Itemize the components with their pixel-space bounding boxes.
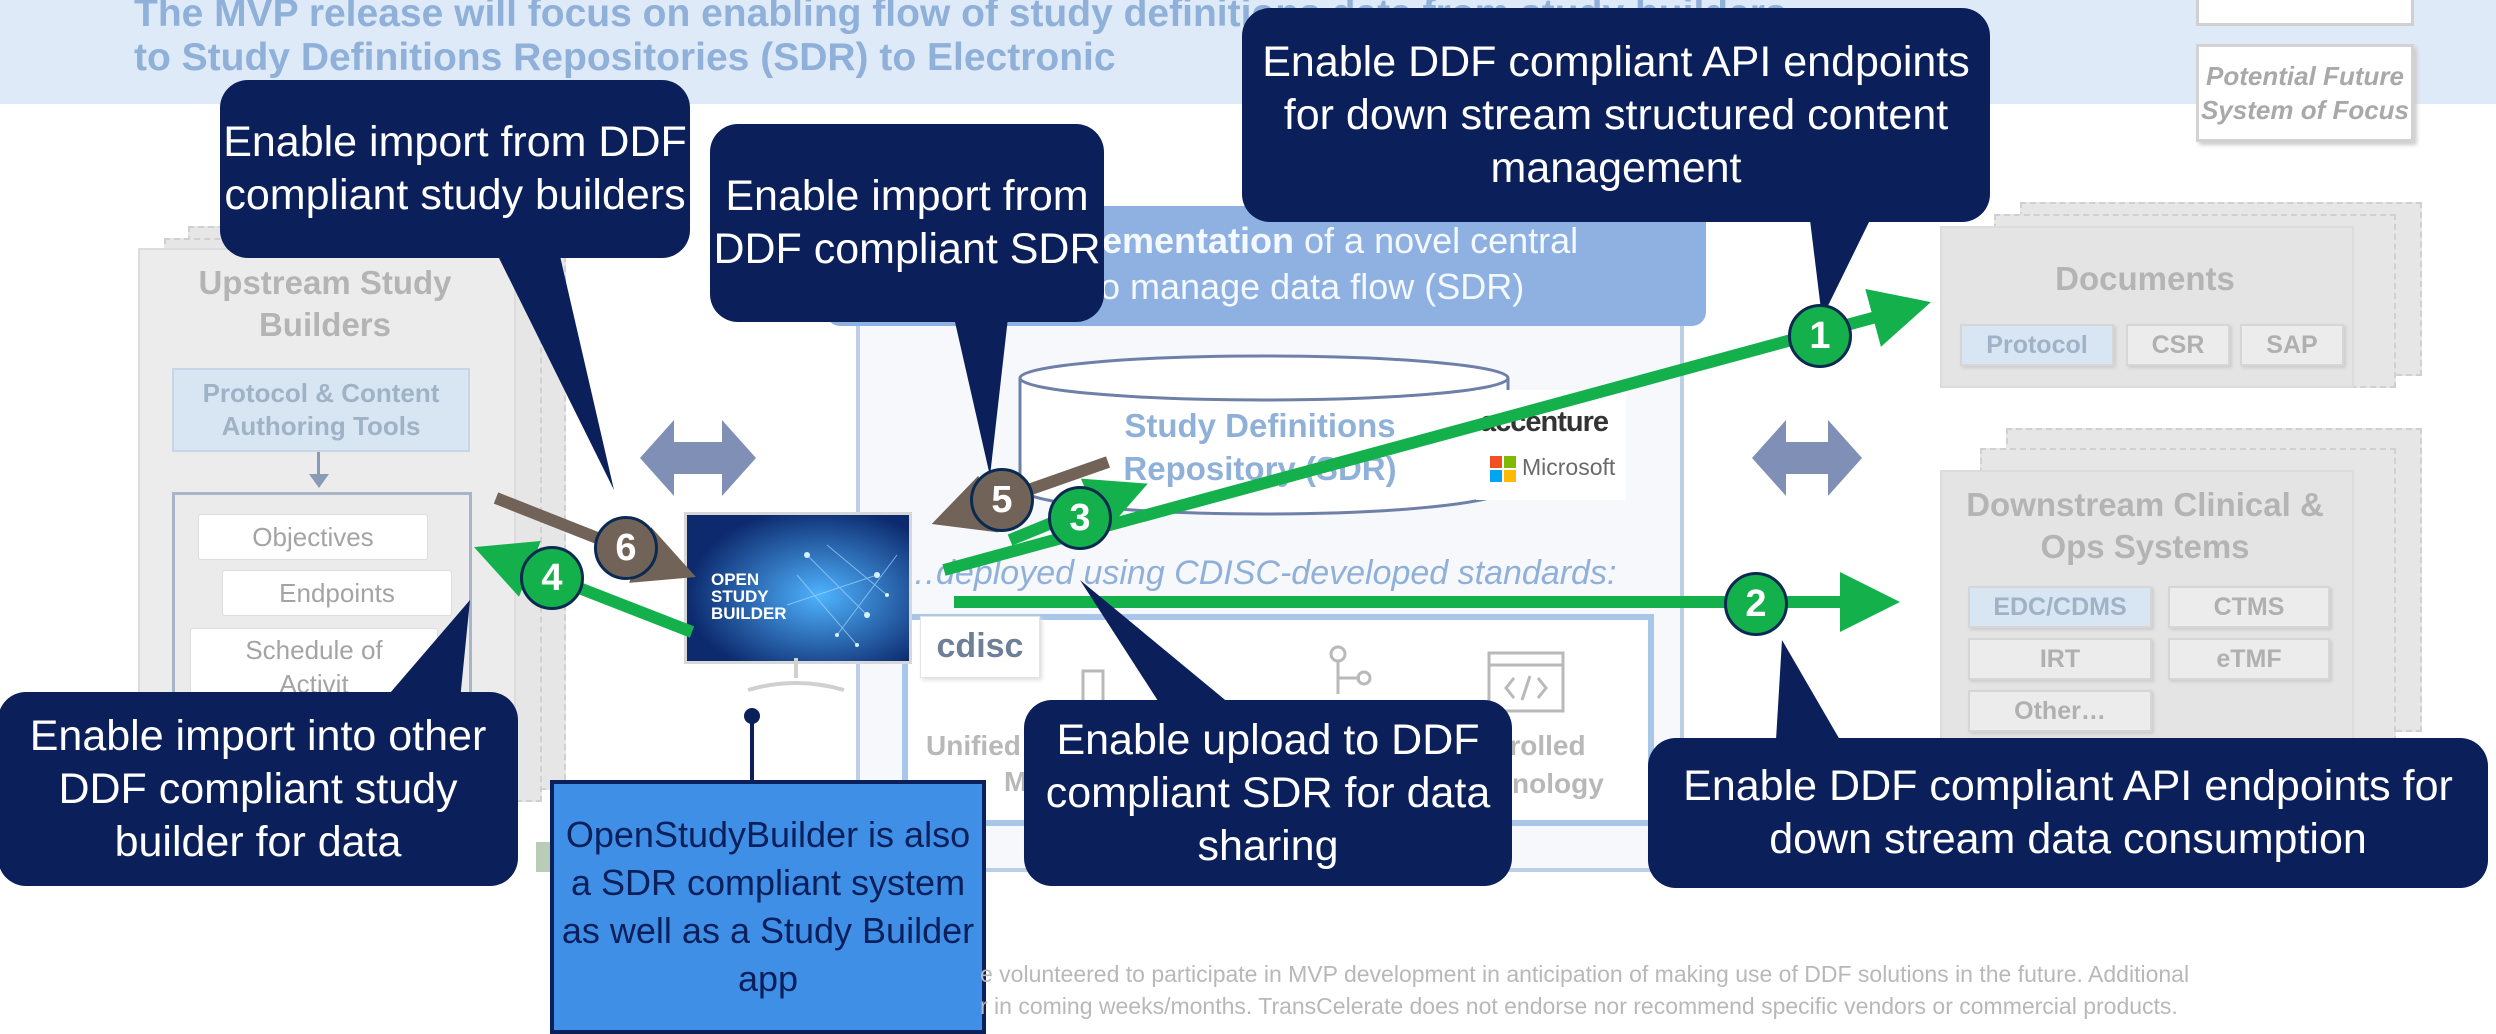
footer-line-1: e volunteered to participate in MVP deve… [980, 961, 2190, 987]
connector-arrowhead [309, 474, 329, 488]
csr-tag: CSR [2126, 324, 2230, 366]
standards-right-label-2: nology [1512, 768, 1604, 799]
implementation-line-2: t to manage data flow (SDR) [1070, 266, 1525, 307]
implementation-bold: plementation [1070, 220, 1295, 261]
tail-api-data [1776, 640, 1840, 740]
tail-import-builders [498, 256, 614, 490]
callout-import-builders: Enable import from DDF compliant study b… [220, 80, 690, 258]
tail-upload-sdr [1080, 580, 1230, 704]
openstudybuilder-note: OpenStudyBuilder is also a SDR compliant… [550, 780, 986, 1034]
cdisc-logo: cdisc [920, 616, 1040, 678]
step-5-badge: 5 [970, 468, 1034, 532]
objectives-pill: Objectives [198, 514, 428, 560]
tail-import-sdr [950, 300, 1010, 476]
footer-disclaimer: e volunteered to participate in MVP deve… [980, 958, 2189, 1022]
monitor-stand-icon [747, 658, 845, 692]
protocol-tag: Protocol [1960, 324, 2114, 366]
monitor-brand: OPEN STUDY BUILDER [711, 571, 787, 622]
legend-current-box [2196, 0, 2414, 26]
callout-import-sdr: Enable import from DDF compliant SDR [710, 124, 1104, 322]
hierarchy-icon [1329, 645, 1372, 694]
callout-api-data: Enable DDF compliant API endpoints for d… [1648, 738, 2488, 888]
monitor-brand-3: BUILDER [711, 604, 787, 623]
standards-right-label: trolled [1500, 730, 1586, 761]
deployed-text: …deployed using CDISC-developed standard… [902, 554, 1617, 592]
footer-line-2: r in coming weeks/months. TransCelerate … [980, 993, 2178, 1019]
standards-left-label-2: M [1004, 766, 1028, 797]
code-window-icon [1487, 651, 1565, 713]
tail-api-content [1810, 220, 1870, 318]
step-1-badge: 1 [1788, 304, 1852, 368]
downstream-title: Downstream Clinical & Ops Systems [1966, 486, 2324, 565]
edc-cdms-tag: EDC/CDMS [1968, 586, 2152, 628]
sap-tag: SAP [2240, 324, 2344, 366]
callout-upload-sdr: Enable upload to DDF compliant SDR for d… [1024, 700, 1512, 886]
ctms-tag: CTMS [2168, 586, 2330, 628]
legend-future-box: Potential Future System of Focus [2196, 44, 2414, 142]
step-2-badge: 2 [1724, 572, 1788, 636]
implementation-rest: of a novel central [1294, 220, 1579, 261]
microsoft-label: Microsoft [1522, 454, 1616, 480]
double-arrow-right-icon [1752, 420, 1862, 496]
microsoft-logo-icon [1490, 456, 1516, 482]
schedule-line-1: Schedule of [245, 635, 383, 665]
header-line-2: to Study Definitions Repositories (SDR) … [134, 36, 1116, 79]
double-arrow-left-icon [640, 420, 756, 496]
monitor-brand-1: OPEN [711, 570, 760, 589]
tail-import-other [384, 600, 470, 700]
side-fragment-mark [536, 842, 550, 872]
authoring-tools-box: Protocol & Content Authoring Tools [172, 368, 470, 452]
endpoints-pill: Endpoints [222, 570, 452, 616]
osb-pointer-dot [744, 708, 760, 724]
monitor-brand-2: STUDY [711, 587, 769, 606]
upstream-title: Upstream Study Builders [198, 264, 452, 343]
step-3-badge: 3 [1048, 486, 1112, 550]
network-graphic-icon [687, 515, 909, 661]
documents-title: Documents [2055, 260, 2235, 297]
etmf-tag: eTMF [2168, 638, 2330, 680]
step-4-badge: 4 [520, 546, 584, 610]
step-6-badge: 6 [594, 516, 658, 580]
callout-import-other: Enable import into other DDF compliant s… [0, 692, 518, 886]
connector-line [317, 452, 320, 478]
implementation-line-1: plementation of a novel central [826, 206, 1706, 264]
other-tag: Other… [1968, 690, 2152, 732]
callout-api-content: Enable DDF compliant API endpoints for d… [1242, 8, 1990, 222]
standards-left-label: Unified [926, 730, 1021, 761]
irt-tag: IRT [1968, 638, 2152, 680]
